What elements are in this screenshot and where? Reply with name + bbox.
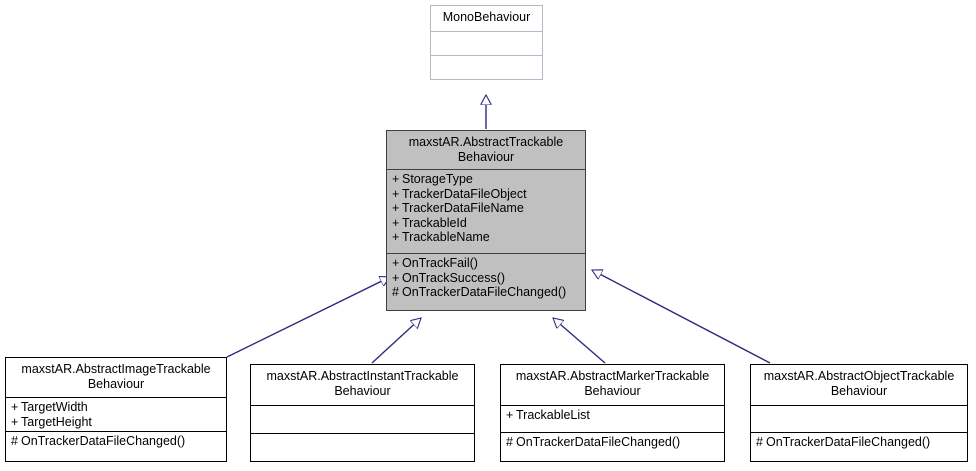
class-operations-abstractinstanttrackablebehaviour <box>251 433 474 461</box>
class-name-line-2: Behaviour <box>87 376 145 391</box>
edge-image-to-base <box>226 277 390 358</box>
attribute-row: +TrackableList <box>506 408 719 423</box>
class-box-monobehaviour[interactable]: MonoBehaviour <box>430 5 543 80</box>
class-name-line-1: maxstAR.AbstractImageTrackable <box>21 362 211 376</box>
class-attributes-abstractobjecttrackablebehaviour <box>751 405 967 432</box>
visibility-marker: + <box>392 201 400 215</box>
class-name-abstractimagetrackablebehaviour: maxstAR.AbstractImageTrackable Behaviour <box>6 358 226 397</box>
attribute-row: +StorageType <box>392 172 580 187</box>
class-name-line-1: maxstAR.AbstractMarkerTrackable <box>515 369 710 383</box>
class-attributes-abstractimagetrackablebehaviour: +TargetWidth +TargetHeight <box>6 397 226 431</box>
visibility-marker: + <box>11 400 19 414</box>
attribute-label: StorageType <box>402 172 473 186</box>
attribute-row: +TrackableName <box>392 230 580 245</box>
operation-label: OnTrackerDataFileChanged() <box>516 435 681 449</box>
class-name-line-2: Behaviour <box>584 383 641 398</box>
visibility-marker: + <box>392 230 400 244</box>
visibility-marker: + <box>392 186 400 201</box>
operation-label: OnTrackerDataFileChanged() <box>766 435 931 449</box>
class-box-abstractobjecttrackablebehaviour[interactable]: maxstAR.AbstractObjectTrackable Behaviou… <box>750 364 968 462</box>
class-operations-abstracttrackablebehaviour: +OnTrackFail() +OnTrackSuccess() #OnTrac… <box>387 253 585 310</box>
operation-row: #OnTrackerDataFileChanged() <box>506 435 719 450</box>
attribute-label: TrackableId <box>402 215 467 230</box>
operation-label: OnTrackFail() <box>402 256 478 270</box>
visibility-marker: + <box>392 172 400 186</box>
attribute-label: TrackableName <box>402 230 490 244</box>
visibility-marker: # <box>756 435 763 449</box>
operation-row: +OnTrackFail() <box>392 256 580 271</box>
attribute-row: +TrackableId <box>392 216 580 231</box>
class-attributes-abstractinstanttrackablebehaviour <box>251 405 474 433</box>
class-name-line-2: Behaviour <box>830 383 888 398</box>
visibility-marker: # <box>11 434 18 448</box>
edge-instant-to-base <box>371 318 421 364</box>
operation-row: #OnTrackerDataFileChanged() <box>392 285 580 300</box>
class-name-abstractobjecttrackablebehaviour: maxstAR.AbstractObjectTrackable Behaviou… <box>751 365 967 405</box>
class-name-line-1: maxstAR.AbstractObjectTrackable <box>763 369 955 383</box>
visibility-marker: + <box>506 408 514 422</box>
class-attributes-abstractmarkertrackablebehaviour: +TrackableList <box>501 405 724 432</box>
edge-marker-to-base <box>553 318 606 364</box>
edge-object-to-base <box>592 270 771 364</box>
attribute-row: +TrackerDataFileName <box>392 201 580 216</box>
attribute-label: TrackerDataFileName <box>402 201 524 215</box>
class-name-abstracttrackablebehaviour: maxstAR.AbstractTrackable Behaviour <box>387 131 585 169</box>
class-box-abstractinstanttrackablebehaviour[interactable]: maxstAR.AbstractInstantTrackable Behavio… <box>250 364 475 462</box>
class-name-line-1: maxstAR.AbstractTrackable <box>408 135 564 149</box>
visibility-marker: # <box>392 285 399 299</box>
visibility-marker: + <box>392 256 400 270</box>
visibility-marker: # <box>506 435 513 449</box>
visibility-marker: + <box>392 215 400 230</box>
class-box-abstractmarkertrackablebehaviour[interactable]: maxstAR.AbstractMarkerTrackable Behaviou… <box>500 364 725 462</box>
attribute-label: TrackableList <box>516 408 590 422</box>
class-operations-abstractimagetrackablebehaviour: #OnTrackerDataFileChanged() <box>6 431 226 461</box>
attribute-row: +TargetHeight <box>11 415 221 430</box>
visibility-marker: + <box>11 414 19 429</box>
class-name-line-2: Behaviour <box>334 383 391 398</box>
class-box-abstracttrackablebehaviour[interactable]: maxstAR.AbstractTrackable Behaviour +Sto… <box>386 130 586 311</box>
class-operations-monobehaviour <box>431 55 542 79</box>
class-name-line-2: Behaviour <box>457 149 515 164</box>
attribute-label: TrackerDataFileObject <box>402 186 527 201</box>
class-name-abstractinstanttrackablebehaviour: maxstAR.AbstractInstantTrackable Behavio… <box>251 365 474 405</box>
class-operations-abstractobjecttrackablebehaviour: #OnTrackerDataFileChanged() <box>751 432 967 461</box>
class-name-line-1: maxstAR.AbstractInstantTrackable <box>266 369 459 383</box>
operation-row: #OnTrackerDataFileChanged() <box>11 434 221 449</box>
operation-label: OnTrackerDataFileChanged() <box>402 285 567 299</box>
class-name-abstractmarkertrackablebehaviour: maxstAR.AbstractMarkerTrackable Behaviou… <box>501 365 724 405</box>
operation-row: +OnTrackSuccess() <box>392 271 580 286</box>
attribute-label: TargetWidth <box>21 400 88 414</box>
attribute-row: +TargetWidth <box>11 400 221 415</box>
class-box-abstractimagetrackablebehaviour[interactable]: maxstAR.AbstractImageTrackable Behaviour… <box>5 357 227 462</box>
class-attributes-abstracttrackablebehaviour: +StorageType +TrackerDataFileObject +Tra… <box>387 169 585 253</box>
attribute-row: +TrackerDataFileObject <box>392 187 580 202</box>
class-operations-abstractmarkertrackablebehaviour: #OnTrackerDataFileChanged() <box>501 432 724 461</box>
class-attributes-monobehaviour <box>431 31 542 55</box>
operation-label: OnTrackSuccess() <box>402 270 506 285</box>
class-name-monobehaviour: MonoBehaviour <box>442 10 531 24</box>
attribute-label: TargetHeight <box>21 414 92 429</box>
operation-label: OnTrackerDataFileChanged() <box>21 434 186 448</box>
visibility-marker: + <box>392 270 400 285</box>
operation-row: #OnTrackerDataFileChanged() <box>756 435 962 450</box>
